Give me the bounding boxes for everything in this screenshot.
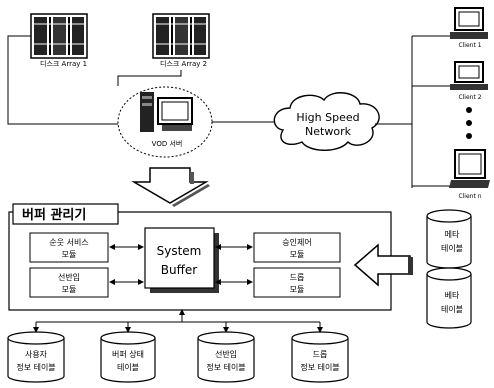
system-buffer-box	[144, 227, 215, 289]
buffer-manager-title-box	[12, 203, 119, 225]
meta-table-2-line2: 테이블	[441, 304, 463, 314]
system-buffer-line1: System	[157, 244, 202, 258]
module-drop-line1: 드롭	[290, 273, 305, 282]
module-prefetch-line1: 선반입	[58, 273, 80, 282]
drop-info-table-line2: 정보 테이블	[300, 362, 339, 372]
user-info-table-line1: 사용자	[25, 350, 48, 359]
module-drop-line2: 모듈	[290, 285, 305, 294]
client-n-label: Client n	[458, 193, 481, 200]
drop-info-table	[291, 331, 349, 383]
vod-server-label: VOD 서버	[152, 139, 183, 148]
disk-connectors	[7, 35, 182, 127]
disk-array-2	[152, 13, 210, 59]
buffer-status-table	[100, 331, 156, 383]
disk-array-1-label: 디스크 Array 1	[40, 59, 87, 68]
module-service-line2: 모듈	[62, 250, 77, 259]
module-prefetch-line2: 모듈	[62, 285, 77, 294]
module-box-service	[29, 232, 109, 263]
meta-table-2	[426, 267, 472, 329]
buffer-status-table-line1: 버퍼 상태	[112, 349, 144, 359]
meta-table-1-line2: 테이블	[441, 243, 463, 253]
down-arrow-icon	[131, 167, 209, 204]
disk-array-1	[30, 13, 88, 59]
client-1-label: Client 1	[458, 42, 481, 49]
module-box-drop	[253, 267, 341, 298]
network-cloud	[273, 92, 380, 151]
clients-ellipsis	[466, 107, 472, 139]
prefetch-info-table	[197, 331, 255, 383]
module-admission-line1: 승인제어	[282, 237, 311, 247]
client-2-label: Client 2	[458, 94, 481, 101]
client-2-icon	[450, 61, 488, 90]
network-label-line2: Network	[305, 125, 352, 138]
module-admission-line2: 모듈	[290, 250, 305, 259]
client-1-icon	[450, 7, 488, 39]
module-box-prefetch	[29, 267, 109, 298]
module-box-admission	[253, 232, 341, 263]
client-n-icon	[449, 149, 490, 188]
prefetch-info-table-line1: 선반입	[215, 350, 237, 359]
module-arrows	[109, 244, 253, 285]
meta-table-1-line1: 메타	[445, 230, 460, 239]
module-service-line1: 순웃 서비스	[49, 238, 88, 247]
user-info-table-line2: 정보 테이블	[16, 362, 55, 372]
buffer-manager-title: 버퍼 관리기	[22, 207, 86, 223]
vod-server-icon	[140, 92, 193, 132]
meta-table-2-line1: 베타	[445, 291, 460, 300]
network-label-line1: High Speed	[296, 111, 359, 124]
user-info-table	[7, 331, 65, 383]
prefetch-info-table-line2: 정보 테이블	[206, 362, 245, 372]
disk-array-2-label: 디스크 Array 2	[160, 59, 207, 68]
bottom-bus	[33, 309, 323, 333]
drop-info-table-line1: 드롭	[313, 350, 328, 359]
meta-table-1	[426, 209, 472, 269]
buffer-status-table-line2: 테이블	[117, 362, 139, 372]
system-buffer-line2: Buffer	[161, 263, 197, 277]
